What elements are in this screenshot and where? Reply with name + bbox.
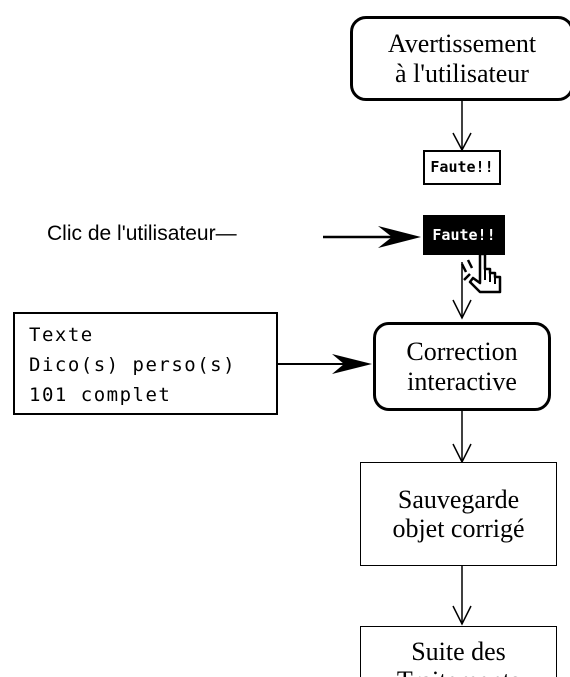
inputs-line1: Texte xyxy=(29,324,94,346)
click-label: Clic de l'utilisateur— xyxy=(47,222,237,246)
node-next: Suite des Traitements xyxy=(360,626,557,677)
node-correction-line1: Correction xyxy=(406,337,518,367)
node-save-line1: Sauvegarde xyxy=(397,484,520,514)
node-correction-line2: interactive xyxy=(407,366,517,396)
fault-label: Faute!! xyxy=(423,150,501,185)
node-warning-line1: Avertissement xyxy=(387,29,537,59)
inputs-box: Texte Dico(s) perso(s) 101 complet xyxy=(13,312,278,415)
fault-label-selected-text: Faute!! xyxy=(432,225,496,244)
node-warning-line2: à l'utilisateur xyxy=(395,58,529,88)
node-next-line1: Suite des xyxy=(411,637,506,666)
pointing-hand-cursor-icon xyxy=(460,252,502,294)
fault-label-text: Faute!! xyxy=(430,158,494,176)
node-next-line2: Traitements xyxy=(397,666,520,677)
click-label-text: Clic de l'utilisateur— xyxy=(47,222,237,245)
node-save: Sauvegarde objet corrigé xyxy=(360,462,557,566)
node-save-line2: objet corrigé xyxy=(392,514,525,543)
inputs-line2: Dico(s) perso(s) xyxy=(29,354,237,376)
node-warning: Avertissement à l'utilisateur xyxy=(350,16,570,101)
node-correction: Correction interactive xyxy=(373,322,551,411)
inputs-line3: 101 complet xyxy=(29,384,172,406)
fault-label-selected: Faute!! xyxy=(423,215,505,255)
arrow-click-head xyxy=(378,226,421,248)
